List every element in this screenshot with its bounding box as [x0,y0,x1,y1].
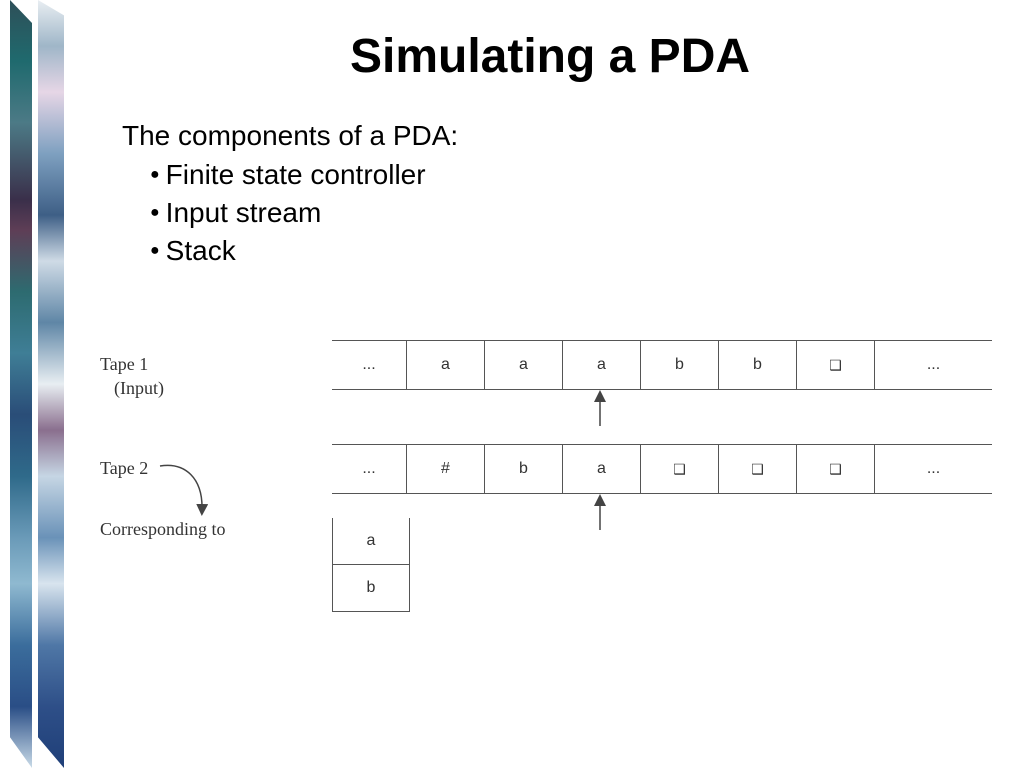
tape-cell: ... [362,460,376,477]
tape2: ... # b a ❑ ❑ ❑ ... [332,444,992,494]
tape-cell: ... [874,445,992,493]
tape1-sublabel: (Input) [114,378,164,398]
bullet-icon: ● [150,204,160,221]
tape-cell: b [718,341,796,389]
tape-cell: a [406,341,484,389]
decorative-strip-left [10,0,32,768]
intro-text: The components of a PDA: [122,120,459,151]
stack: a b [332,518,410,612]
tape-cell: ❑ [796,445,874,493]
bullet-item: ●Finite state controller [150,156,426,194]
tape-cell: ... [362,356,376,373]
bullet-list: ●Finite state controller ●Input stream ●… [150,156,426,270]
corresponding-label: Corresponding to [100,519,226,539]
stack-cell: a [332,518,410,565]
bullet-item: ●Stack [150,232,426,270]
tape1-label: Tape 1 [100,354,149,374]
decorative-strip-right [38,0,64,768]
corresponding-arrow [159,464,209,516]
stack-cell: b [332,565,410,612]
slide-title: Simulating a PDA [349,30,751,83]
tape2-label: Tape 2 [100,458,149,478]
tape-cell: ❑ [796,341,874,389]
bullet-item: ●Input stream [150,194,426,232]
tape-cell: a [484,341,562,389]
tape-cell: ❑ [718,445,796,493]
tape-cell: b [640,341,718,389]
tape1: ... a a a b b ❑ ... [332,340,992,390]
tape-cell: ❑ [640,445,718,493]
tape-cell: b [484,445,562,493]
tape-cell: a [562,445,640,493]
tape-cell: a [562,341,640,389]
bullet-icon: ● [150,242,160,259]
bullet-icon: ● [150,166,160,183]
tape-cell: ... [874,341,992,389]
tape-cell: # [406,445,484,493]
